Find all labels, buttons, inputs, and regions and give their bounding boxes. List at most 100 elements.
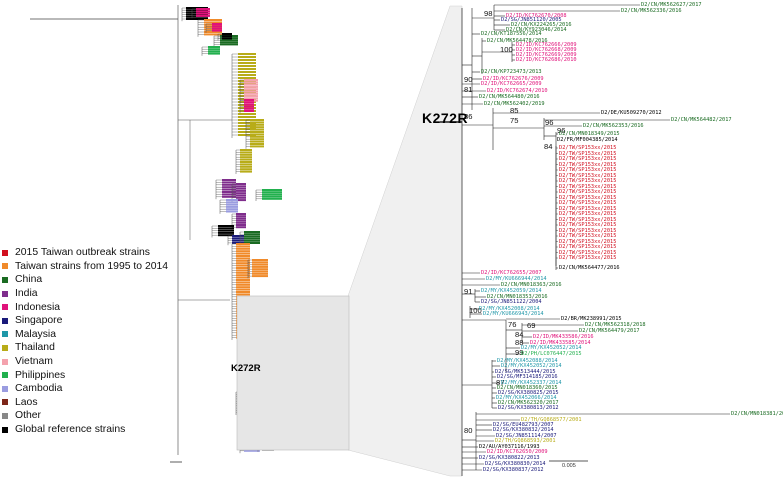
legend-label: Philippines	[15, 369, 66, 381]
tip-label: D2/CN/MN018360/2015	[497, 385, 558, 391]
tip-color-bar	[232, 235, 244, 237]
tip-color-bar	[250, 135, 264, 138]
bootstrap-label: 76	[508, 320, 517, 329]
tip-color-bar	[238, 65, 256, 67]
tip-label: D2/ID/KC762650/2009	[487, 449, 548, 455]
tip-color-bar	[240, 163, 252, 166]
tip-color-bar	[240, 168, 252, 171]
tip-color-bar	[238, 62, 256, 64]
legend-swatch	[2, 263, 8, 270]
tip-label: D2/SG/KX380832/2014	[493, 427, 554, 433]
legend-label: Laos	[15, 396, 38, 408]
tip-color-bar	[238, 59, 256, 61]
tip-color-bar	[232, 241, 244, 244]
tip-color-bar	[236, 245, 250, 248]
tip-label: D2/AU/AY037116/1993	[479, 444, 540, 450]
bootstrap-label: 86	[464, 112, 473, 121]
tip-label: D2/ID/KC762666/2009	[516, 42, 577, 48]
highlight-box	[237, 296, 349, 450]
bootstrap-label: 100	[500, 45, 513, 54]
tip-label: D2/MY/KX452059/2014	[481, 288, 542, 294]
tip-color-bar	[236, 243, 250, 245]
tip-color-bar	[236, 262, 250, 265]
tip-color-bar	[196, 10, 210, 13]
tip-color-bar	[236, 269, 250, 272]
tip-color-bar	[236, 194, 246, 197]
tip-color-bar	[250, 140, 264, 143]
bootstrap-label: 85	[510, 106, 519, 115]
tip-color-bar	[236, 271, 250, 274]
tip-label: D2/SG/KX380813/2012	[498, 405, 559, 411]
tip-label: D2/SG/MK513444/2015	[495, 369, 556, 375]
tip-label: D2/CN/KP723473/2013	[481, 69, 542, 75]
tip-label: D2/CN/MK564482/2017	[671, 117, 732, 123]
tip-label: D2/MY/KU666943/2014	[483, 311, 544, 317]
tip-label: D2/CN/KT187556/2014	[481, 31, 542, 37]
tip-label-taiwan-2015: D2/TW/SP153xx/2015	[559, 249, 617, 256]
tip-color-bar	[218, 225, 234, 227]
tip-color-bar	[236, 213, 246, 215]
tip-color-bar	[222, 193, 236, 196]
legend-swatch	[2, 372, 8, 379]
tip-label: D2/SG/JN851122/2004	[481, 299, 542, 305]
tip-color-bar	[236, 192, 246, 195]
legend-item: Global reference strains	[2, 423, 168, 437]
legend-item: Other	[2, 409, 168, 423]
tip-label: D2/MY/KX452337/2014	[501, 380, 562, 386]
tip-color-bar	[244, 81, 258, 84]
tip-color-bar	[212, 23, 222, 25]
tip-color-bar	[236, 196, 246, 199]
tip-label: D2/CN/KY923046/2014	[506, 27, 567, 33]
tip-color-bar	[244, 88, 258, 91]
legend-item: Thailand	[2, 341, 168, 355]
legend-swatch	[2, 426, 8, 433]
tip-color-bar	[236, 221, 246, 224]
tip-color-bar	[240, 156, 252, 159]
tip-color-bar	[244, 242, 260, 244]
legend-swatch	[2, 331, 8, 338]
tip-color-bar	[252, 261, 268, 264]
tip-label: D2/TH/GQ868577/2001	[521, 417, 582, 423]
tip-color-bar	[238, 71, 256, 73]
tip-color-bar	[236, 247, 250, 250]
tip-label: D2/CN/MK564477/2016	[559, 265, 620, 271]
tip-color-bar	[222, 183, 236, 186]
tip-color-bar	[244, 449, 260, 452]
tip-color-bar	[222, 195, 236, 198]
tip-color-bar	[250, 119, 264, 121]
tip-color-bar	[244, 95, 258, 98]
tip-label: D2/BR/MK238991/2015	[561, 316, 622, 322]
tip-label: D2/SG/EU482793/2007	[493, 422, 554, 428]
tip-color-bar	[240, 161, 252, 163]
tip-label: D2/CN/MN018349/2015	[559, 131, 620, 137]
tip-color-bar	[226, 205, 238, 208]
legend-label: Other	[15, 410, 41, 422]
tip-label-taiwan-2015: D2/TW/SP153xx/2015	[559, 161, 617, 168]
scale-bar-label: 0.005	[562, 463, 576, 469]
tip-label: D2/SG/JN851114/2007	[496, 433, 557, 439]
tip-color-bar	[236, 252, 250, 255]
tip-color-bar	[238, 128, 256, 130]
tip-color-bar	[252, 270, 268, 273]
tip-label-taiwan-2015: D2/TW/SP153xx/2015	[559, 189, 617, 195]
tip-label: D2/CN/MN018353/2016	[487, 294, 548, 300]
tip-label: D2/CN/MK564478/2016	[487, 38, 548, 44]
tip-color-bar	[212, 25, 222, 28]
tip-label-taiwan-2015: D2/TW/SP153xx/2015	[559, 167, 617, 173]
legend-label: Global reference strains	[15, 424, 126, 436]
tip-color-bar	[244, 85, 258, 88]
bootstrap-label: 80	[464, 426, 473, 435]
tip-label: D2/ID/KC762668/2009	[516, 47, 577, 53]
tip-label: D2/CN/MK562627/2017	[641, 2, 702, 8]
tip-label: D2/MY/KX452066/2014	[496, 395, 557, 401]
tip-label-taiwan-2015: D2/TW/SP153xx/2015	[559, 216, 617, 223]
tip-color-bar	[220, 43, 238, 46]
tip-color-bar	[244, 101, 254, 104]
legend-swatch	[2, 344, 8, 351]
tip-color-bar	[236, 185, 246, 188]
tip-color-bar	[250, 121, 264, 124]
tip-color-bar	[240, 158, 252, 161]
legend-label: Singapore	[15, 315, 63, 327]
tip-color-bar	[236, 279, 250, 281]
